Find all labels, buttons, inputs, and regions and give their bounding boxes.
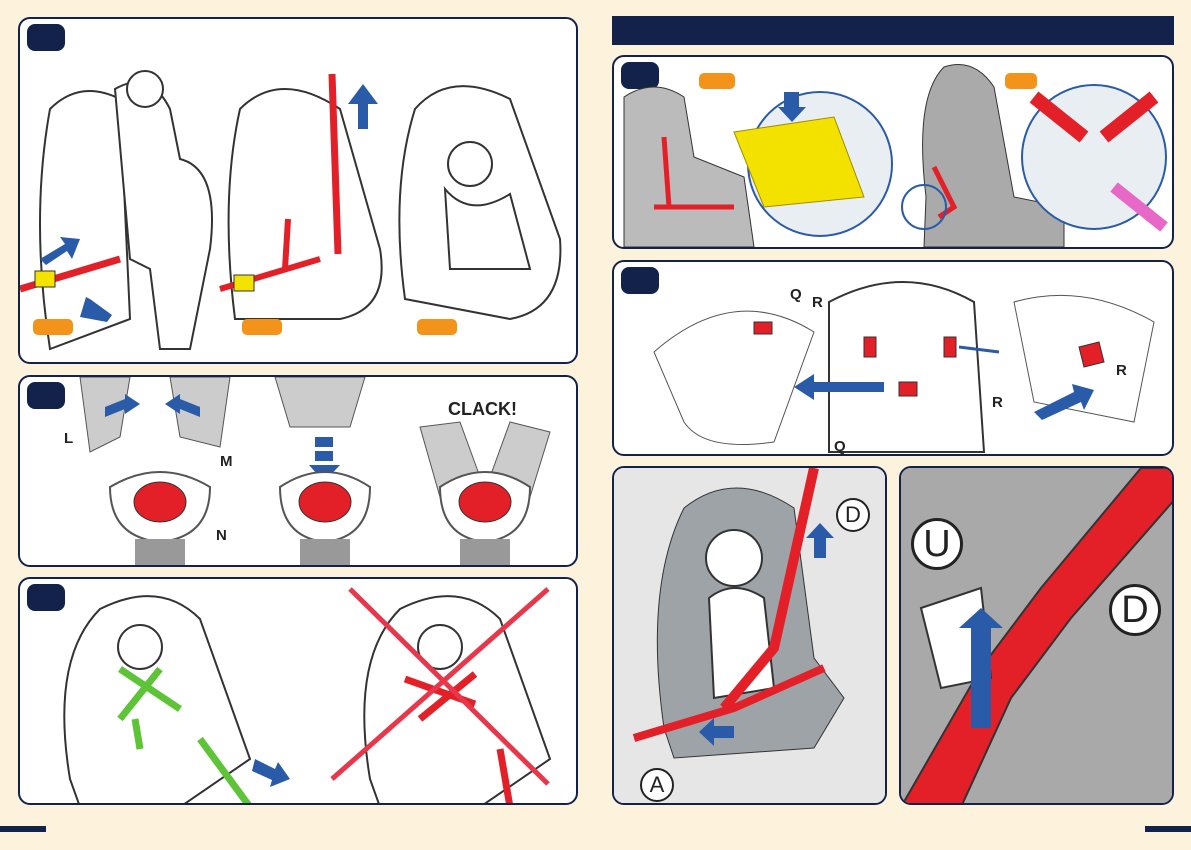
label-Q-bottom: Q [834,438,846,455]
panel-base-release: Q R R Q R [612,260,1174,456]
footer-bar-left [0,826,46,832]
panel-harness-check [18,577,578,805]
tag-label-3 [417,319,457,335]
panel-belt-guide: U D [899,466,1174,805]
circle-label-A: A [640,768,674,802]
circle-label-U: U [911,518,963,570]
tag-label-1 [33,319,73,335]
label-N: N [216,527,227,544]
panel-harness-adjust [18,17,578,364]
clack-text: CLACK! [448,399,517,420]
harness-check-illustration [20,579,578,805]
harness-adjust-illustration [20,19,578,364]
tag-label-2 [242,319,282,335]
circle-label-D: D [836,498,870,532]
panel-belt-routing: A D [612,466,887,805]
label-R-left: R [812,294,823,311]
panel-buckle: L M N CLACK! [18,375,578,567]
tag-label-install-1 [699,73,735,89]
label-R-right: R [1116,362,1127,379]
circle-label-D-large: D [1109,584,1161,636]
label-M: M [220,453,233,470]
install-illustration [614,57,1174,249]
panel-install [612,55,1174,249]
tag-label-install-2 [1005,73,1037,89]
footer-bar-right [1145,826,1191,832]
label-L: L [64,430,73,447]
base-release-illustration [614,262,1174,456]
label-Q-top: Q [790,286,802,303]
section-header-bar [612,16,1174,45]
label-R-center: R [992,394,1003,411]
